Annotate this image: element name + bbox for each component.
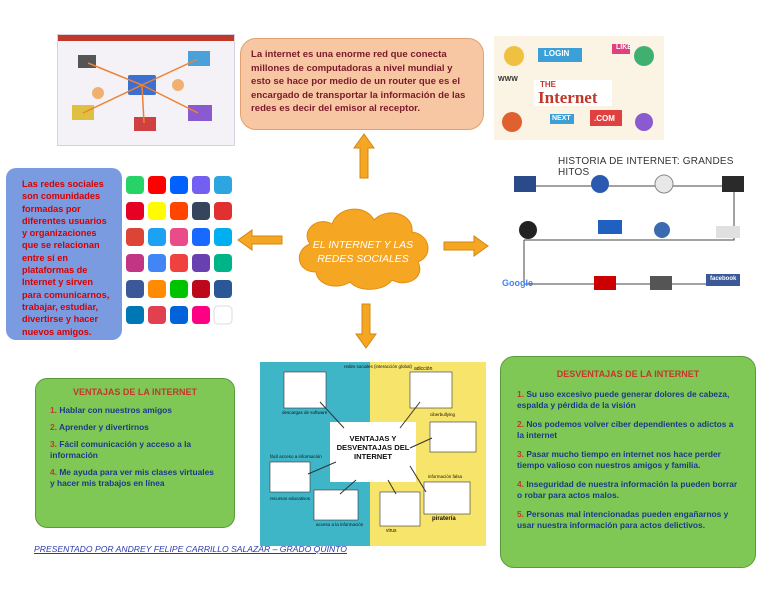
central-cloud-shape (299, 208, 429, 290)
internet-collage-image: LIKE LOGIN THE Internet NEXT .COM WWW (494, 36, 664, 140)
infographic-label: fácil acceso a información (270, 454, 322, 459)
presenter-credit: PRESENTADO POR ANDREY FELIPE CARRILLO SA… (34, 544, 347, 554)
infographic-label: acceso a la información (316, 522, 364, 527)
disadvantage-item: 5. Personas mal intencionadas pueden eng… (517, 509, 729, 530)
infographic-label: ciberbullying (430, 412, 456, 417)
arrow-right-icon (443, 235, 489, 257)
infographic-label: adicción (414, 366, 433, 372)
internet-history-timeline: HISTORIA DE INTERNET: GRANDES HITOS Goog… (494, 150, 764, 318)
disadvantage-item: 4. Inseguridad de nuestra información la… (517, 479, 738, 500)
internet-label: Internet (538, 88, 598, 107)
advantage-item: 3. Fácil comunicación y acceso a la info… (50, 439, 192, 460)
advantage-item: 1. Hablar con nuestros amigos (50, 405, 172, 415)
infographic-label: recursos educativos (270, 496, 311, 501)
disadvantages-title: DESVENTAJAS DE LA INTERNET (556, 369, 700, 379)
internet-definition-box: La internet es una enorme red que conect… (240, 38, 484, 130)
infographic-label: información falsa (428, 474, 463, 479)
network-illustration (57, 34, 235, 146)
disadvantage-item: 1. Su uso excesivo puede generar dolores… (517, 389, 730, 410)
central-title: EL INTERNET Y LAS REDES SOCIALES (312, 239, 414, 265)
disadvantage-item: 2. Nos podemos volver ciber dependientes… (517, 419, 734, 440)
www-label: WWW (498, 76, 518, 83)
infographic-label: redes sociales (interacción global) (344, 364, 413, 369)
login-label: LOGIN (544, 49, 570, 58)
arrow-down-icon (355, 303, 377, 349)
history-title: HISTORIA DE INTERNET: GRANDES HITOS (558, 156, 734, 178)
internet-definition-text: La internet es una enorme red que conect… (251, 49, 466, 115)
advantages-title: VENTAJAS DE LA INTERNET (72, 387, 197, 397)
next-label: NEXT (552, 115, 571, 122)
arrow-up-icon (353, 133, 375, 179)
social-networks-text: Las redes sociales son comunidades forma… (22, 179, 110, 337)
advantages-disadvantages-infographic: VENTAJAS Y DESVENTAJAS DEL INTERNET rede… (260, 362, 486, 546)
disadvantage-item: 3. Pasar mucho tiempo en internet nos ha… (517, 449, 721, 470)
like-label: LIKE (616, 44, 632, 51)
com-label: .COM (594, 114, 615, 123)
advantage-item: 4. Me ayuda para ver mis clases virtuale… (50, 467, 214, 488)
arrow-left-icon (237, 229, 283, 251)
infographic-label: piratería (432, 516, 456, 522)
google-logo: Google (502, 278, 533, 288)
advantages-box: VENTAJAS DE LA INTERNET 1. Hablar con nu… (35, 378, 235, 528)
infographic-label: virus (386, 528, 397, 534)
social-media-icons-grid (122, 172, 236, 338)
social-networks-definition-box: Las redes sociales son comunidades forma… (6, 168, 122, 340)
advantage-item: 2. Aprender y divertirnos (50, 422, 149, 432)
the-label: THE (540, 80, 556, 89)
infographic-title: VENTAJAS Y DESVENTAJAS DEL INTERNET (336, 434, 410, 461)
infographic-label: descargas de software (282, 410, 328, 415)
facebook-logo: facebook (710, 276, 737, 282)
disadvantages-box: DESVENTAJAS DE LA INTERNET 1. Su uso exc… (500, 356, 756, 568)
